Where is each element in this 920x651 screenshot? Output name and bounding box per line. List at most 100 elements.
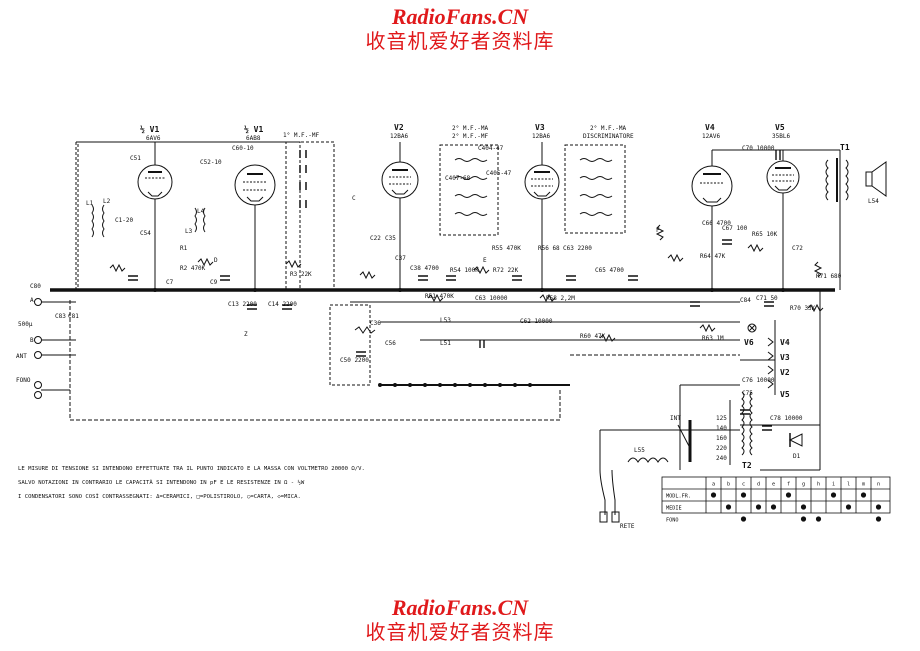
comp-c66: C66 4700 — [702, 220, 731, 227]
tube-v3-type: 12BA6 — [532, 133, 550, 140]
comp-r58: R58 2,2M — [546, 295, 575, 302]
point-c: C — [352, 195, 356, 202]
switch-table-dot — [770, 504, 777, 510]
transformer-labels: 1° M.F.-MF 2° M.F.-MA 2° M.F.-MF 2° M.F.… — [283, 125, 850, 470]
tube-half-v1-type: 6AV6 — [146, 135, 161, 142]
comp-r2: R2 470K — [180, 265, 206, 272]
tube-v3-label: V3 — [535, 123, 545, 132]
comp-r3: R3 22K — [290, 271, 312, 278]
comp-c13: C13 2200 — [228, 301, 257, 308]
comp-c70: C70 10000 — [742, 145, 775, 152]
watermark-bottom: RadioFans.CN 收音机爱好者资料库 — [0, 595, 920, 644]
heater-v5: V5 — [780, 390, 790, 399]
note-line-2: SALVO NOTAZIONI IN CONTRARIO LE CAPACITÀ… — [18, 479, 305, 486]
switch-table-header: b — [727, 482, 730, 488]
comp-c22: C22 — [370, 235, 381, 242]
comp-r55: R55 470K — [492, 245, 521, 252]
tube-v5-label: V5 — [775, 123, 785, 132]
label-t2: T2 — [742, 461, 752, 470]
heater-chain-labels: V4 V3 V2 V5 V6 — [744, 338, 790, 399]
note-line-3: I CONDENSATORI SONO COSÌ CONTRASSEGNATI:… — [18, 493, 301, 500]
switch-table-dot — [845, 504, 852, 510]
tube-v5-type: 35BL6 — [772, 133, 790, 140]
tube-v4-label: V4 — [705, 123, 715, 132]
comp-c83: C83 — [55, 313, 66, 320]
comp-l55: L55 — [634, 447, 645, 454]
switch-table-header: e — [772, 482, 775, 488]
watermark-cn-bottom: 收音机爱好者资料库 — [365, 620, 555, 644]
terminal-int: INT — [670, 415, 681, 422]
comp-r60: R60 47K — [580, 333, 606, 340]
tube-mix-type: 6AB8 — [246, 135, 261, 142]
comp-c9: C9 — [210, 279, 218, 286]
switch-table-header: n — [877, 482, 880, 488]
point-f: F — [656, 227, 660, 234]
watermark-site-bottom: RadioFans.CN — [391, 595, 529, 620]
comp-c37: C37 — [395, 255, 406, 262]
comp-c62: C62 10000 — [520, 318, 553, 325]
watermark-cn: 收音机爱好者资料库 — [365, 29, 555, 53]
component-labels: C60-10 C52-10 C51 L1 L2 L3 L4 C1-20 C54 … — [18, 145, 879, 460]
switch-table-dot — [875, 504, 882, 510]
watermark-site: RadioFans.CN — [391, 4, 529, 29]
switch-table-header: i — [832, 482, 835, 488]
terminal-fono: FONO — [16, 377, 31, 384]
tube-v2-label: V2 — [394, 123, 404, 132]
watermark-top: RadioFans.CN 收音机爱好者资料库 — [0, 4, 920, 53]
point-z: Z — [244, 331, 248, 338]
tube-v2-type: 12BA6 — [390, 133, 408, 140]
tap-140: 140 — [716, 425, 727, 432]
switch-table-dot — [875, 516, 882, 522]
label-discriminatore: DISCRIMINATORE — [583, 133, 634, 140]
comp-c67: C67 100 — [722, 225, 748, 232]
comp-c7: C7 — [166, 279, 174, 286]
label-t1: T1 — [840, 143, 850, 152]
tap-125: 125 — [716, 415, 727, 422]
label-2mf-mf: 2° M.F.-MF — [452, 133, 489, 140]
switch-table-dot — [785, 492, 792, 498]
switch-table-header: m — [862, 482, 865, 488]
comp-r63: R63 1M — [702, 335, 724, 342]
comp-r65: R65 10K — [752, 231, 778, 238]
comp-r64: R64 47K — [700, 253, 726, 260]
comp-c63-10000: C63 10000 — [475, 295, 508, 302]
switch-table-dot — [800, 516, 807, 522]
comp-l54: L54 — [868, 198, 879, 205]
point-d: D — [214, 257, 218, 264]
switch-table-dot — [725, 504, 732, 510]
switch-table-header: h — [817, 482, 820, 488]
comp-r1: R1 — [180, 245, 188, 252]
comp-d1: D1 — [793, 453, 801, 460]
comp-c407: C407-68 — [445, 175, 471, 182]
comp-c78: C78 10000 — [770, 415, 803, 422]
comp-c51: C51 — [130, 155, 141, 162]
switch-table-dot — [815, 516, 822, 522]
comp-c14: C14 2200 — [268, 301, 297, 308]
comp-c84: C84 — [740, 297, 751, 304]
comp-l3: L3 — [185, 228, 193, 235]
switch-table-dot — [710, 492, 717, 498]
switch-table-dot — [860, 492, 867, 498]
heater-v3: V3 — [780, 353, 790, 362]
switch-table-row-label: FONO — [666, 518, 679, 524]
terminal-rete: RETE — [620, 523, 635, 530]
comp-r51: R51 470K — [425, 293, 454, 300]
comp-c35: C35 — [385, 235, 396, 242]
comp-c52: C52-10 — [200, 159, 222, 166]
comp-c63-2200: C63 2200 — [563, 245, 592, 252]
comp-r70: R70 33K — [790, 305, 816, 312]
notes: LE MISURE DI TENSIONE SI INTENDONO EFFET… — [18, 466, 365, 500]
terminal-labels: ANT FONO RETE INT — [16, 353, 681, 530]
switch-table-dot — [800, 504, 807, 510]
comp-c71: C71 50 — [756, 295, 778, 302]
label-2mf-ma: 2° M.F.-MA — [452, 125, 489, 132]
switch-table-dot — [740, 516, 747, 522]
comp-c81: C81 — [68, 313, 79, 320]
comp-c80: C80 — [30, 283, 41, 290]
switch-table-header: a — [712, 482, 715, 488]
comp-l53: L53 — [440, 317, 451, 324]
switch-table-header: c — [742, 482, 745, 488]
comp-c54: C54 — [140, 230, 151, 237]
